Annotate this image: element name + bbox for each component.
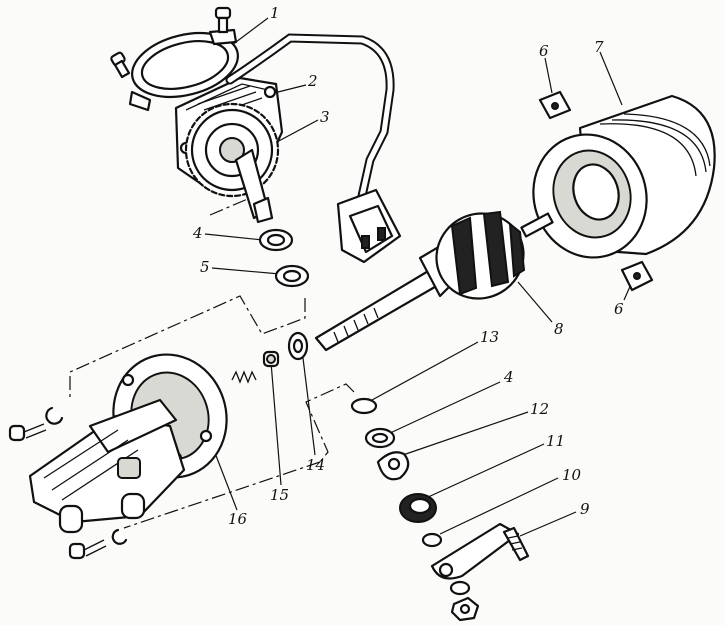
callout-worm-gear: 3 [320, 108, 330, 126]
housing-screw-bottom [68, 539, 107, 560]
electrical-connector [336, 188, 402, 264]
callout-washer-lower-4: 4 [504, 368, 514, 386]
lock-washer-left [45, 406, 64, 425]
callout-armature: 8 [554, 320, 564, 338]
callout-washer-13: 13 [480, 328, 500, 346]
leader-lines [204, 17, 633, 537]
washer-upper-4 [258, 228, 294, 252]
lock-washer-bottom [111, 528, 128, 545]
callout-bracket-upper: 6 [539, 42, 549, 60]
washer-upper-5 [274, 264, 310, 288]
washer-10 [421, 532, 443, 548]
eccentric-washer-12 [376, 451, 410, 481]
callout-eccentric-washer-12: 12 [530, 400, 550, 418]
crank-nut [450, 596, 480, 622]
callout-washer-10: 10 [562, 466, 582, 484]
callout-crank-arm-9: 9 [580, 500, 590, 518]
crank-arm-9 [430, 522, 530, 580]
washer-lower-4 [364, 427, 396, 449]
callout-gear-housing: 2 [308, 72, 318, 90]
washer-14 [287, 331, 309, 361]
callout-clamp-ring: 1 [270, 4, 280, 22]
brush-15 [262, 350, 280, 368]
end-housing [28, 398, 186, 534]
callout-washer-upper-4: 4 [193, 224, 203, 242]
assembly-lines [69, 197, 355, 529]
worm-gear [184, 102, 280, 198]
bracket-upper [538, 90, 572, 120]
callout-stator-housing: 7 [594, 38, 604, 56]
housing-screw-left [8, 423, 47, 442]
clamp-ring [110, 6, 239, 112]
stator-housing [532, 94, 716, 259]
clamp-screw-left [110, 51, 131, 79]
washer-13 [350, 397, 378, 415]
crank-lock-washer [449, 580, 471, 596]
wire-harness [225, 33, 395, 201]
brush-spring [231, 370, 257, 384]
bracket-lower [620, 260, 654, 292]
callout-washer-upper-5: 5 [200, 258, 210, 276]
armature [314, 210, 554, 352]
callout-bearing-11: 11 [546, 432, 566, 450]
callout-brush-15: 15 [270, 486, 290, 504]
callout-brush-holder-16: 16 [228, 510, 248, 528]
callout-bracket-lower: 6 [614, 300, 624, 318]
clamp-screw-top [214, 6, 232, 34]
bearing-11 [399, 493, 437, 523]
callout-washer-14: 14 [306, 456, 326, 474]
output-shaft [234, 148, 274, 224]
